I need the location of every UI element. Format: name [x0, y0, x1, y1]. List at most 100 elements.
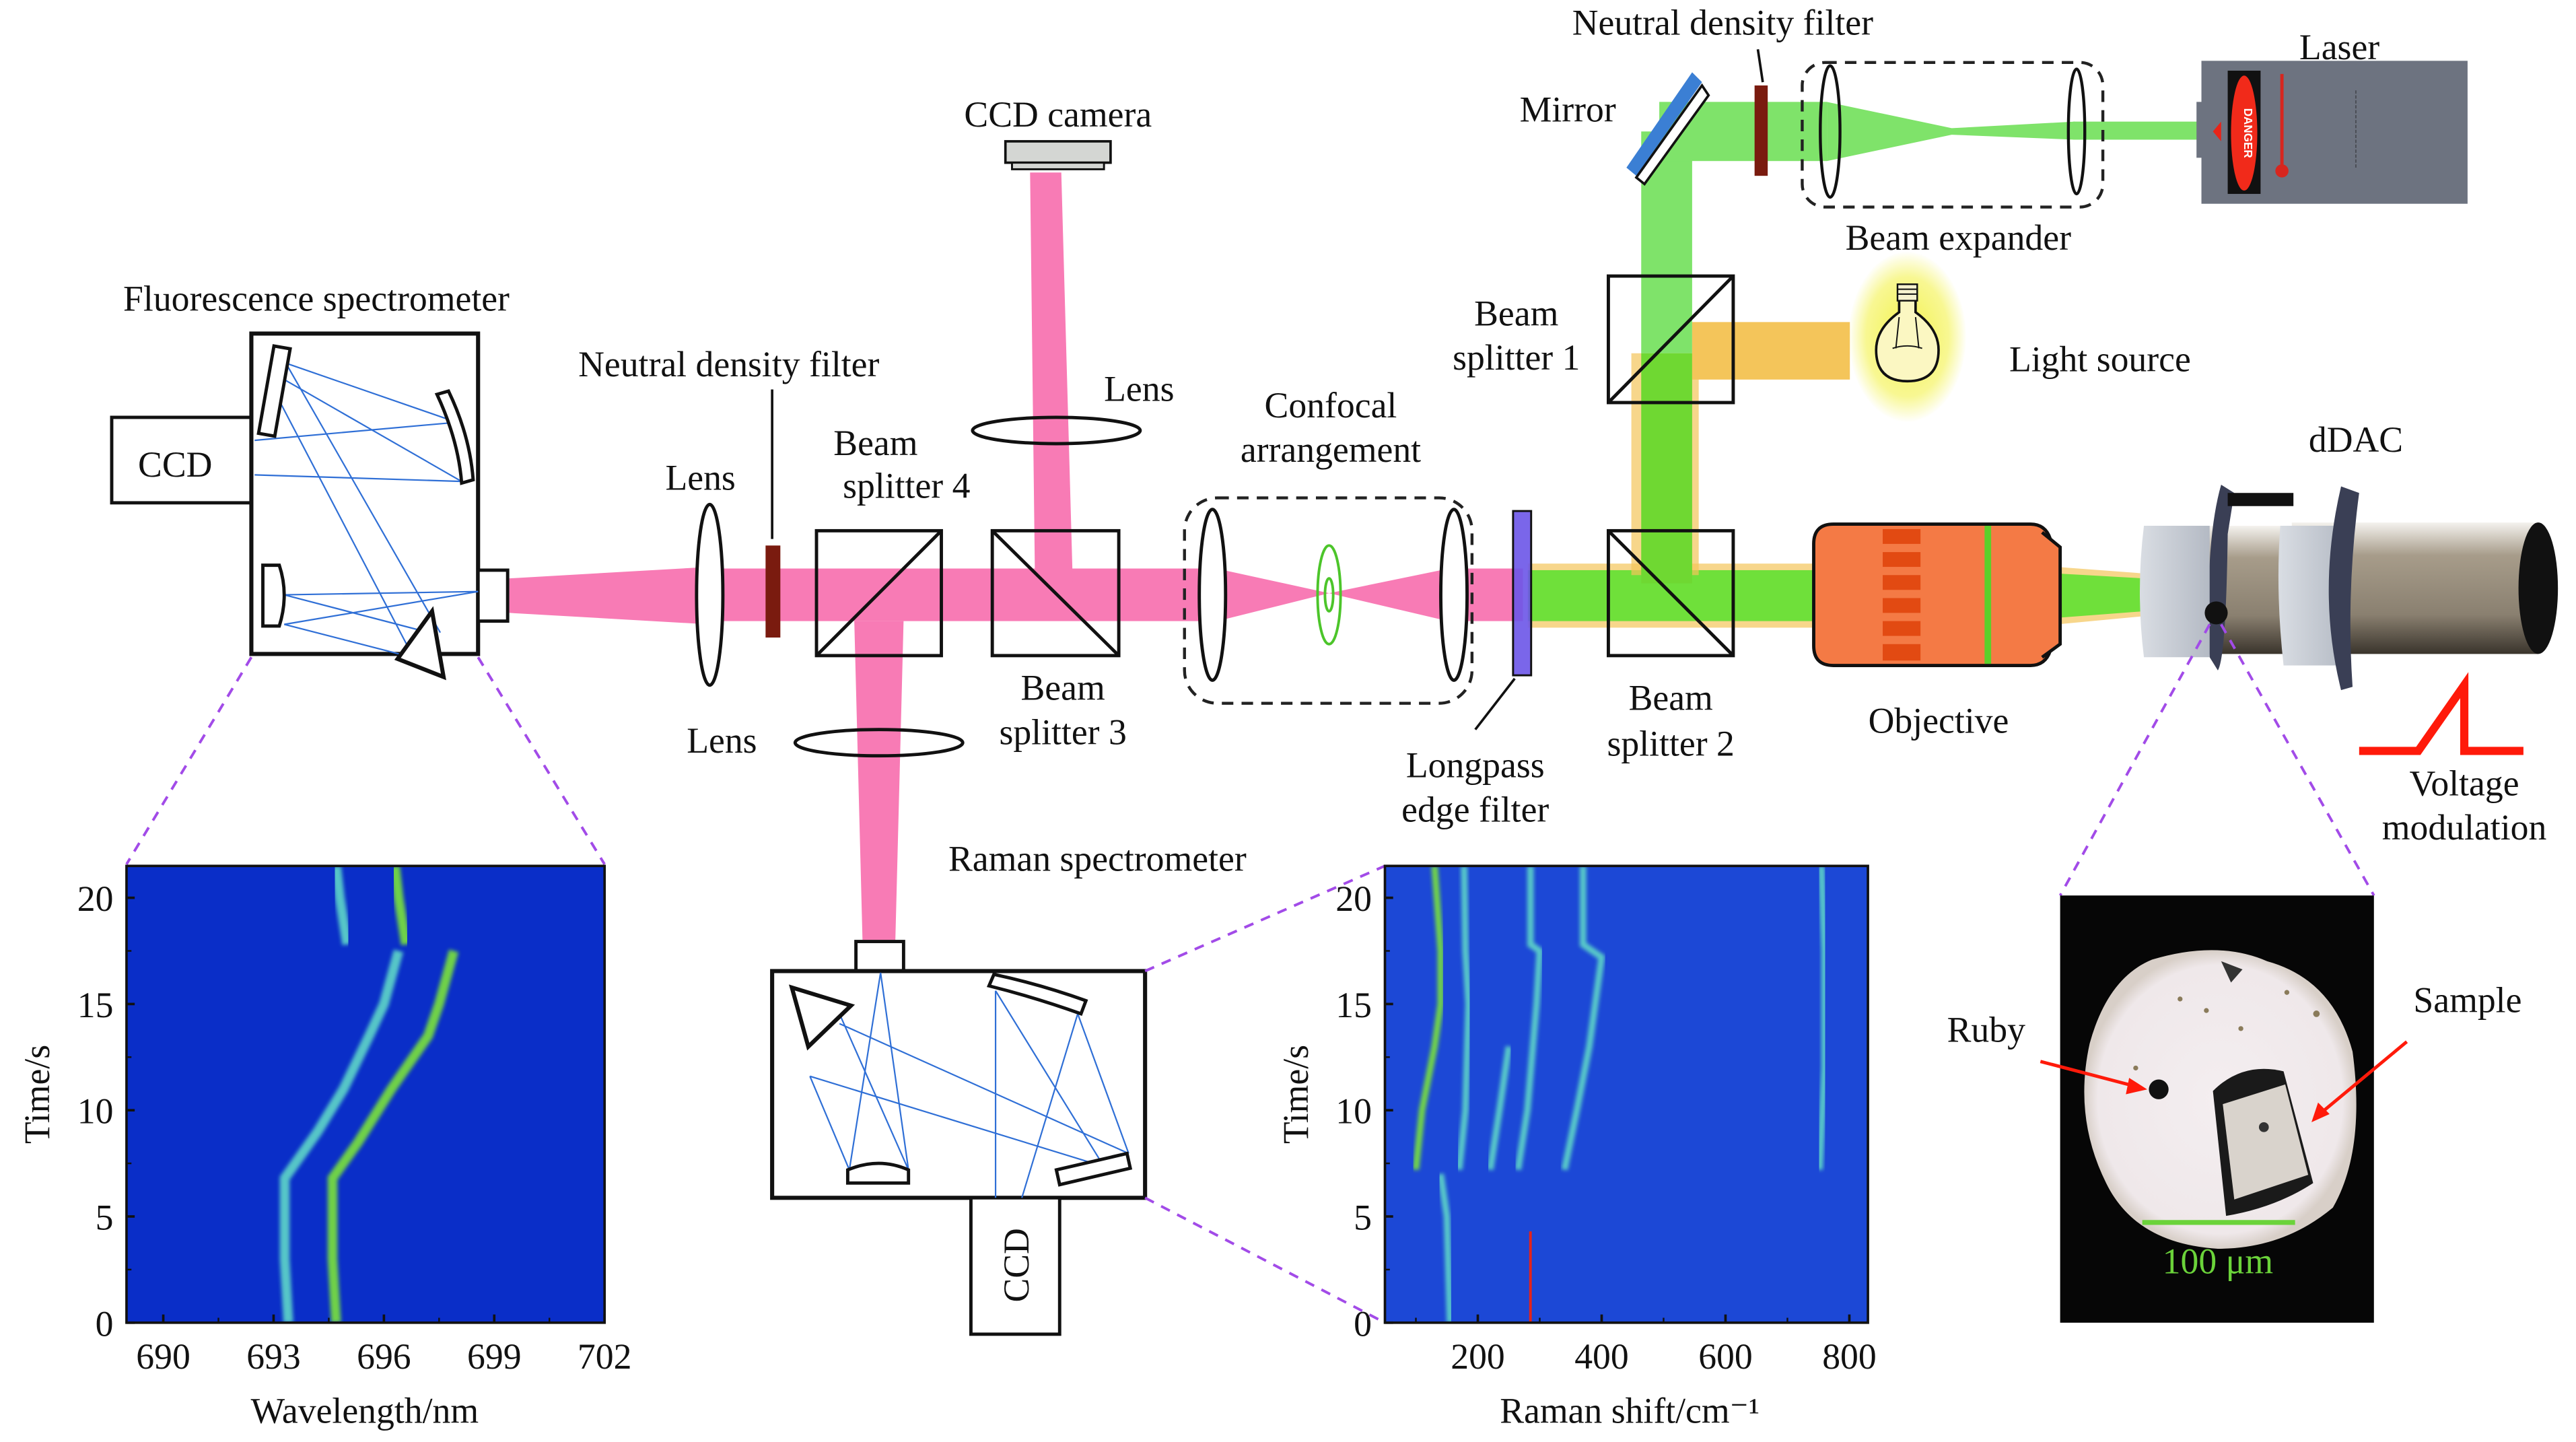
spectrometer-prism: [394, 606, 446, 681]
spectrometer-rays: [254, 362, 479, 655]
spectrometer-mirror-1: [256, 344, 292, 438]
beam-splitter-2: [1606, 528, 1735, 658]
raman-ytick-label: 10: [1335, 1091, 1372, 1132]
pink-beam-to-fluorescence: [509, 567, 710, 625]
raman-ytick-label: 15: [1335, 985, 1372, 1025]
green-beam-laser-exit: [2073, 121, 2202, 140]
nd-filter-left-label: Neutral density filter: [578, 344, 879, 384]
longpass-pointer: [1474, 677, 1516, 730]
lens-top-label: Lens: [1104, 369, 1174, 409]
lens-left: [695, 502, 725, 687]
raman-spectrometer-label: Raman spectrometer: [948, 839, 1247, 879]
scale-bar-label: 100 μm: [2163, 1241, 2274, 1282]
raman-ccd-box: [969, 1196, 1061, 1336]
beam-expander-dashed-box: [1801, 61, 2105, 209]
pink-beam-confocal-cone-right: [1329, 570, 1441, 620]
fluorescence-ytick-label: 20: [77, 879, 114, 919]
beam-splitter-3: [990, 528, 1121, 658]
raman-spectrometer: [770, 940, 1148, 1336]
laser: DANGER: [2196, 61, 2468, 204]
beam-splitter-3-label-2: splitter 3: [999, 712, 1126, 753]
objective-label: Objective: [1869, 701, 2009, 741]
lens-top: [971, 415, 1142, 446]
zoom-guides: [125, 623, 2375, 1324]
sample-arrowhead: [2311, 1102, 2330, 1123]
nd-filter-top: [1754, 85, 1768, 176]
beam-expander-lens-2: [2066, 67, 2087, 196]
fluorescence-xtick-label: 702: [578, 1336, 632, 1377]
spectrometer-mirror-2: [434, 388, 475, 485]
fluorescence-spectrometer-box: [249, 331, 481, 656]
laser-label: Laser: [2299, 27, 2379, 67]
pink-beam-confocal-cone-left: [1224, 570, 1329, 620]
confocal-label-1: Confocal: [1265, 385, 1397, 425]
ruby-label: Ruby: [1947, 1009, 2025, 1050]
fluorescence-plot-area: [126, 866, 605, 1323]
fluorescence-band-2-seg-1: [327, 949, 459, 1323]
raman-ytick-label: 20: [1335, 879, 1372, 919]
ruby-arrowhead: [2126, 1078, 2147, 1095]
fluorescence-band-1-seg-1: [279, 949, 404, 1323]
nd-filter-left: [765, 545, 781, 638]
light-source-label: Light source: [2009, 339, 2191, 380]
raman-band-1: [1437, 1173, 1454, 1323]
light-bulb-icon: [1848, 251, 1967, 423]
mirror-label: Mirror: [1520, 90, 1616, 130]
raman-band-8: [1561, 866, 1605, 1171]
raman-band-6: [1487, 1045, 1512, 1171]
raman-band-7: [1515, 866, 1543, 1171]
raman-ccd-label: CCD: [996, 1228, 1037, 1302]
ddac-label: dDAC: [2309, 419, 2403, 460]
raman-band-4: [1412, 866, 1444, 1171]
beam-splitter-3-label-1: Beam: [1021, 668, 1105, 708]
fluorescence-ytick-label: 0: [96, 1303, 114, 1344]
beam-splitter-1: [1606, 274, 1735, 405]
yellow-beam-light-source: [1692, 322, 1850, 380]
lens-bottom-label: Lens: [687, 720, 757, 761]
confocal-lens-left: [1197, 508, 1228, 682]
green-beam-vertical-lower: [1641, 353, 1692, 584]
pinhole-outer: [1316, 544, 1342, 646]
raman-ytick-label: 0: [1354, 1303, 1372, 1344]
raman-ylabel: Time/s: [1276, 1045, 1316, 1144]
raman-band-5: [1455, 866, 1472, 1171]
lens-left-label: Lens: [665, 457, 735, 497]
raman-xtick-label: 400: [1574, 1336, 1629, 1377]
fluorescence-ytick-label: 10: [77, 1091, 114, 1132]
raman-xlabel: Raman shift/cm⁻¹: [1500, 1391, 1760, 1431]
fluorescence-spectrometer-label: Fluorescence spectrometer: [123, 278, 510, 318]
beam-expander-lens-1: [1819, 64, 1842, 199]
beam-splitter-4-label-2: splitter 4: [843, 466, 970, 506]
beam-splitter-2-label-1: Beam: [1629, 677, 1713, 718]
raman-ytick-label: 5: [1354, 1198, 1372, 1238]
ccd-left-label: CCD: [138, 444, 212, 485]
longpass-label-1: Longpass: [1406, 745, 1545, 785]
pink-beam-to-ccd-camera: [1030, 172, 1073, 584]
voltage-label-2: modulation: [2382, 807, 2547, 848]
fluorescence-ylabel: Time/s: [17, 1045, 57, 1144]
beam-paths: [509, 102, 2202, 940]
fluorescence-xtick-label: 699: [467, 1336, 522, 1377]
nd-filter-top-pointer: [1756, 48, 1764, 83]
beam-splitter-1-label-1: Beam: [1474, 293, 1558, 333]
fluorescence-ytick-label: 5: [96, 1198, 114, 1238]
beam-splitter-1-label-2: splitter 1: [1453, 337, 1580, 378]
raman-xtick-label: 200: [1451, 1336, 1505, 1377]
beam-splitter-2-label-2: splitter 2: [1607, 724, 1734, 764]
ruby-arrow: [2040, 1060, 2141, 1090]
pink-beam-main: [709, 568, 1199, 621]
pink-beam-to-raman: [854, 621, 904, 940]
nd-filter-top-label: Neutral density filter: [1572, 2, 1873, 42]
voltage-waveform: [2359, 672, 2523, 755]
mirror: [1626, 72, 1710, 186]
sample-arrow: [2318, 1040, 2408, 1115]
longpass-edge-filter: [1512, 510, 1533, 677]
fluorescence-xtick-label: 690: [136, 1336, 190, 1377]
fluorescence-spectrometer: Fluorescence spectrometer CCD: [110, 278, 510, 681]
confocal-lens-right: [1439, 508, 1469, 682]
